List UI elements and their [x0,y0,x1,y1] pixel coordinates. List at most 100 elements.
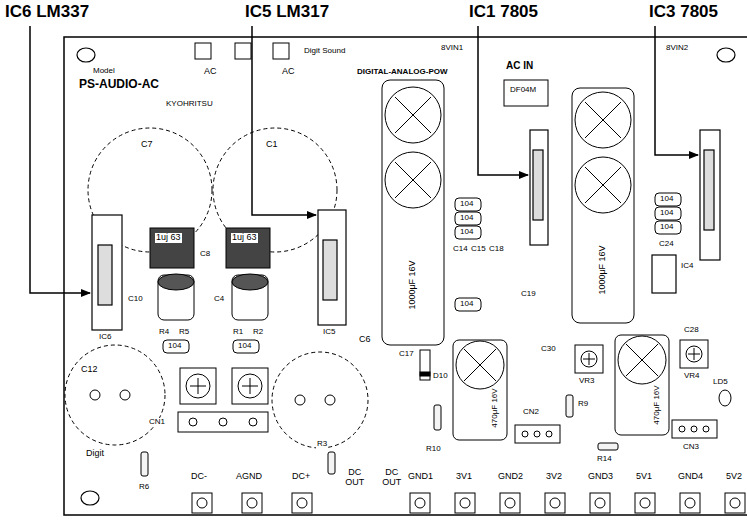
silkscreen-label: 3V1 [455,472,473,482]
silkscreen-label: R14 [596,455,613,464]
mounting-hole [717,48,735,62]
silkscreen-label: C1 [265,140,279,150]
pin-header [219,418,227,426]
silkscreen-label: DC OUT [379,468,404,488]
electrolytic-capacitor [615,335,669,435]
silkscreen-label: AC [281,67,296,77]
terminal-pad [247,498,257,508]
silkscreen-label: C4 [213,295,225,304]
electrolytic-capacitor [585,102,621,138]
silkscreen-label: R1 [232,328,244,337]
silkscreen-label: C8 [199,250,211,259]
silkscreen-label: GND2 [497,472,524,482]
ceramic-capacitor [455,212,481,225]
terminal-pad [192,493,212,513]
silkscreen-label: C14 [452,245,469,254]
silkscreen-label: 104 [237,342,252,351]
diode-symbol [420,372,430,376]
resistor-symbol [328,452,335,474]
pcb-board [64,37,747,515]
silkscreen-label: C12 [80,365,99,375]
silkscreen-label: LD5 [712,378,729,387]
terminal-pad [297,498,307,508]
silkscreen-label: CN1 [148,418,166,427]
ceramic-capacitor [163,340,189,353]
silkscreen-label: 104 [659,195,674,204]
electrolytic-capacitor [385,87,441,143]
terminal-pad [685,498,695,508]
silkscreen-label: Digit Sound [303,47,346,56]
pin-header [679,426,685,432]
trimmer-pot [686,346,702,362]
callout-label: IC5 LM317 [244,3,330,22]
electrolytic-capacitor [158,275,194,320]
resistor-symbol [598,443,618,450]
electrolytic-capacitor [585,167,621,203]
capacitor-pads [90,390,100,400]
electrolytic-capacitor [158,80,669,440]
trimmer-pot [680,340,708,368]
silkscreen-label: IC5 [322,328,336,337]
terminal-pad [595,498,605,508]
electrolytic-capacitor [464,349,496,381]
silkscreen-label: R3 [316,440,328,449]
silkscreen-label: IC4 [680,262,694,271]
electrolytic-capacitor [572,88,634,323]
silkscreen-label: DC+ [291,472,311,482]
silkscreen-label: 104 [459,200,474,209]
terminal-pad [460,498,470,508]
trimmer-pot [575,345,603,373]
trimmer-pot [190,378,206,394]
diode-symbol [420,350,430,380]
silkscreen-label: Model [92,67,116,76]
silkscreen-label: IC6 [98,333,112,342]
regulator-symbol [98,245,112,305]
leader-line [655,26,698,155]
ceramic-capacitor [655,221,681,234]
silkscreen-label: C7 [140,140,154,150]
regulator-symbol [323,240,337,300]
terminal-pad [725,493,745,513]
electrolytic-capacitor [158,274,194,290]
film-capacitor [150,228,194,268]
ceramic-capacitor [455,298,481,311]
silkscreen-label: 5V2 [725,472,743,482]
terminal-pad [545,493,565,513]
silkscreen-label: AC IN [505,60,534,71]
silkscreen-label: 104 [167,342,182,351]
pin-header [546,431,552,437]
terminal-pad [410,493,430,513]
resistor-symbol [434,405,441,430]
terminal-pad [455,493,475,513]
silkscreen-label: 104 [459,214,474,223]
electrolytic-capacitor [385,152,441,208]
pin-header [249,418,257,426]
terminal-pad [242,493,262,513]
terminal-pad [505,498,515,508]
ceramic-capacitor [655,207,681,220]
silkscreen-label: R9 [577,400,589,409]
capacitor-pads [325,395,335,405]
regulator-symbol [530,130,548,245]
silkscreen-label: 8VIN1 [440,44,464,53]
silkscreen-label: C28 [683,326,700,335]
silkscreen-label: GND3 [587,472,614,482]
silkscreen-label: C17 [398,350,415,359]
silkscreen-label: R10 [425,445,442,454]
silkscreen-label: R5 [178,328,190,337]
silkscreen-label: 1000μF 16V [408,259,418,310]
terminal-pad [680,493,700,513]
electrolytic-capacitor [232,275,268,320]
ceramic-capacitor [233,340,259,353]
silkscreen-label: 470μF 16V [491,387,500,428]
pin-header [178,412,268,432]
silkscreen-label: VR4 [683,372,701,381]
terminal-pad [635,493,655,513]
silkscreen-label: DF04M [509,86,537,95]
silkscreen-label: DC OUT [342,468,367,488]
diode-symbol [420,350,430,380]
pcb-board [64,37,747,515]
pin-header [672,420,717,438]
ceramic-capacitor [455,226,481,239]
silkscreen-label: Digit [85,449,105,459]
